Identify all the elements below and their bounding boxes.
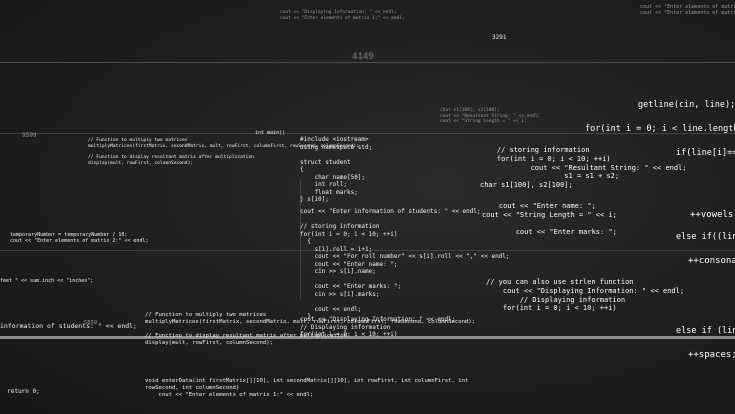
code-line: cout << "String Length = " << i; [482,210,617,219]
code-line: else if (line[i]==' ') [676,326,735,336]
code-line: using namespace std; [300,143,373,151]
code-line: void enterData(int firstMatrix[][10], in… [145,378,469,384]
code-line: struct student [300,158,351,166]
code-line: // Function to multiply two matrices [88,138,188,143]
code-line: ++consonants; [688,256,735,266]
code-line: // storing information [300,223,380,230]
code-line: else if((line[i]>='a' && line[i]<='z')) [676,232,735,242]
code-line: rowSecond, int columnSecond) [145,384,240,391]
code-line: cout << "Enter information of students: … [300,208,481,215]
number-label: 4149 [352,52,374,62]
code-line: information of students: " << endl; [0,322,137,330]
code-line: display(mult, rowFirst, columnSecond); [88,160,194,166]
code-line: cout << "Enter marks: "; [314,283,402,290]
code-block-storing: // storing information for(int i = 0; i … [480,146,687,190]
number-label: 5859 [84,320,98,326]
code-line: feet " << sum.inch << "inches"; [0,278,94,284]
code-line: getline(cin, line); [638,100,735,110]
code-line: cout << "Enter name: "; [498,202,596,210]
code-line-information: information of students: " << endl; [0,322,137,330]
code-line: s[i].roll = i+1; [314,245,373,253]
code-block-enter: cout << "Enter name: "; cout << "String … [482,202,617,237]
code-line: cout << "Displaying Information: " << en… [300,316,456,323]
code-line: ++vowels; [690,210,735,220]
code-line-feet: feet " << sum.inch << "inches"; [0,278,93,284]
code-line-getline: getline(cin, line); [638,100,735,111]
code-line: cin >> s[i].marks; [314,290,380,298]
code-line: for(int i = 0; i < 10; ++i) [496,154,611,163]
code-line: cout << "For roll number" << s[i].roll <… [314,253,510,260]
code-line: char s1[100], s2[100]; [440,108,500,113]
code-line: // Displaying information [519,295,626,304]
code-block-matrix-top: // Function to multiply two matrices mul… [88,138,359,167]
code-line-consonants: ++consonants; [688,256,735,267]
code-line: display(mult, rowFirst, columnSecond); [145,339,273,346]
code-line: cout << endl; [314,305,362,313]
code-line: ++spaces; [688,350,735,360]
code-line: #include <iostream> [300,136,369,143]
code-line: cout << "Resultant String: " << endl; [530,163,687,172]
number-label: 3291 [492,34,507,41]
code-line: cout << "Resultant String: " << endl; [440,113,541,119]
code-line: char s1[100], s2[100]; [480,181,573,189]
code-line: for(int i = 0; i < 10; ++i) [300,230,398,238]
code-line: // Function to display resultant matrix … [88,155,254,161]
code-line: int roll; [314,181,347,188]
code-line: // Function to multiply two matrices [145,312,267,318]
code-line-if-vowel: if(line[i]=='a' || line[i]=='e') [676,148,735,159]
code-line: } s[10]; [300,196,329,203]
code-block-matrix-bottom: // Function to multiply two matrices mul… [145,312,475,347]
code-line-else-if: else if((line[i]>='a' && line[i]<='z')) [676,232,735,243]
code-line: cout << "Enter elements of matrix 2:" <<… [10,238,149,245]
code-line: // you can also use strlen function [486,278,634,286]
code-line-for-length: for(int i = 0; i < line.length(); ++i) [585,124,735,135]
code-line: return 0; [7,388,40,395]
code-block-top-center: cout << "Displaying Information: " << en… [280,10,405,21]
code-line: char name[50]; [314,173,366,181]
code-line: for(int i = 0; i < 10; ++i) [300,331,398,338]
code-line: for(int i = 0; i < line.length(); ++i) [585,124,735,134]
code-block-include: #include <iostream> using namespace std;… [300,136,372,204]
code-line: cout << "Enter name: "; [314,260,398,268]
code-block-display-right: // you can also use strlen function cout… [486,278,684,313]
code-line: // Function to display resultant matrix … [145,332,348,339]
code-line: s1 = s1 + s2; [564,172,620,181]
code-block-temp: temporaryNumber = temporaryNumber / 10; … [10,232,148,245]
code-block-display: cout << "Displaying Information: " << en… [300,316,455,339]
code-line: cout << "Displaying Information: " << en… [280,10,397,15]
code-block-main: int main() [255,130,285,136]
code-line: cout << "String Length = " << i; [440,119,527,125]
number-label: 9599 [22,132,37,139]
code-line: { [300,166,304,173]
code-block-strings: char s1[100], s2[100]; cout << "Resultan… [440,108,540,125]
code-block-top-right: cout << "Enter elements of matrix 1:" <<… [640,4,735,17]
code-block-input-loop: cout << "Enter information of students: … [300,208,510,320]
code-line: multiplyMatrices(firstMatrix, secondMatr… [145,318,476,325]
code-line: for(int i = 0; i < 10; ++i) [502,304,617,313]
code-line: float marks; [314,188,358,196]
code-line: if(line[i]=='a' || line[i]=='e') [676,148,735,158]
code-line: cout << "Displaying Information: " << en… [502,286,685,295]
code-line: multiplyMatrices(firstMatrix, secondMatr… [88,143,360,149]
code-line-vowels: ++vowels; [690,210,735,221]
code-line-spaces: ++spaces; [688,350,735,361]
code-line-return: return 0; [0,388,40,396]
code-line: temporaryNumber = temporaryNumber / 10; [10,232,128,238]
code-line: // storing information [496,146,590,154]
code-line: cin >> s[i].name; [314,268,376,275]
code-line: cout << "Enter marks: "; [515,228,617,237]
code-line: cout << "Enter elements of matrix 1:" <<… [280,15,405,21]
code-line: cout << "Enter elements of matrix 2:" <<… [640,10,735,17]
code-line: cout << "Enter elements of matrix 1:" <<… [640,4,735,10]
code-line: // Displaying information [300,323,391,331]
code-block-enterdata: void enterData(int firstMatrix[][10], in… [145,378,468,399]
code-line: cout << "Enter elements of matrix 1:" <<… [158,391,314,398]
code-line: int main() [255,130,286,136]
code-line-else-space: else if (line[i]==' ') [676,326,735,337]
